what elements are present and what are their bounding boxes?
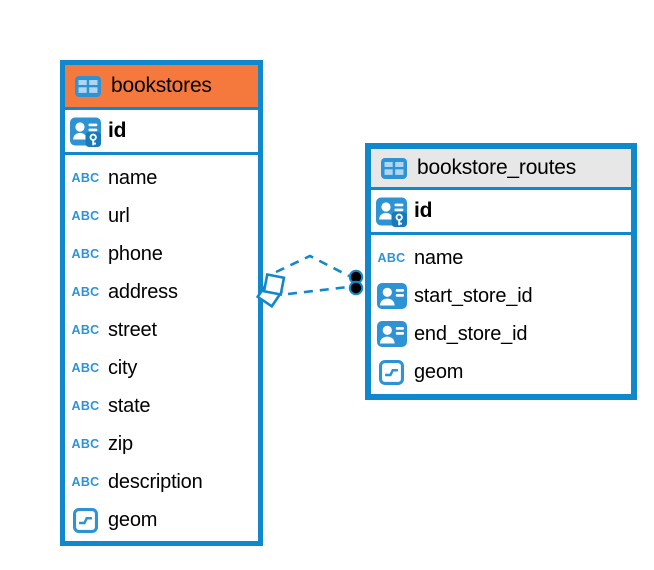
column-row[interactable]: geom bbox=[65, 501, 258, 539]
table-name: bookstore_routes bbox=[417, 156, 577, 179]
table-name: bookstores bbox=[111, 74, 212, 97]
geometry-type-icon bbox=[70, 508, 101, 533]
text-type-icon: ABC bbox=[71, 360, 100, 375]
relationship-line[interactable] bbox=[275, 254, 350, 278]
column-row[interactable]: ABC city bbox=[65, 349, 258, 387]
bookstores-id-row[interactable]: id bbox=[65, 110, 258, 155]
entity-bookstores[interactable]: bookstores id ABC name ABC url ABC phone… bbox=[60, 60, 263, 546]
column-name: city bbox=[108, 356, 138, 379]
column-name: start_store_id bbox=[414, 284, 533, 307]
column-name: id bbox=[414, 199, 433, 222]
text-type-icon: ABC bbox=[71, 246, 100, 261]
bookstore-routes-header[interactable]: bookstore_routes bbox=[371, 149, 631, 190]
column-name: name bbox=[414, 246, 464, 269]
column-row[interactable]: ABC address bbox=[65, 273, 258, 311]
column-name: phone bbox=[108, 242, 163, 265]
column-name: geom bbox=[108, 508, 158, 531]
column-name: street bbox=[108, 318, 157, 341]
reference-icon bbox=[376, 283, 407, 309]
column-name: zip bbox=[108, 432, 133, 455]
column-row[interactable]: ABC street bbox=[65, 311, 258, 349]
primary-key-icon bbox=[70, 116, 101, 147]
bookstores-columns: ABC name ABC url ABC phone ABC address A… bbox=[65, 155, 258, 539]
relationship-dot-marker[interactable] bbox=[348, 280, 364, 296]
column-row[interactable]: ABC zip bbox=[65, 425, 258, 463]
column-name: description bbox=[108, 470, 203, 493]
text-type-icon: ABC bbox=[377, 250, 406, 265]
relationship-line[interactable] bbox=[287, 285, 349, 296]
column-name: state bbox=[108, 394, 151, 417]
relationship-dot-marker[interactable] bbox=[348, 269, 364, 285]
column-name: id bbox=[108, 119, 127, 142]
text-type-icon: ABC bbox=[71, 474, 100, 489]
entity-bookstore-routes[interactable]: bookstore_routes id ABC name start_store… bbox=[365, 143, 637, 400]
column-row[interactable]: ABC name bbox=[371, 239, 631, 277]
column-name: url bbox=[108, 204, 130, 227]
text-type-icon: ABC bbox=[71, 170, 100, 185]
text-type-icon: ABC bbox=[71, 398, 100, 413]
table-icon bbox=[378, 158, 409, 179]
text-type-icon: ABC bbox=[71, 322, 100, 337]
bookstores-header[interactable]: bookstores bbox=[65, 65, 258, 110]
text-type-icon: ABC bbox=[71, 208, 100, 223]
reference-icon bbox=[376, 321, 407, 347]
column-name: geom bbox=[414, 360, 464, 383]
bookstore-routes-id-row[interactable]: id bbox=[371, 190, 631, 235]
column-row[interactable]: ABC description bbox=[65, 463, 258, 501]
text-type-icon: ABC bbox=[71, 284, 100, 299]
column-row[interactable]: ABC name bbox=[65, 159, 258, 197]
bookstore-routes-columns: ABC name start_store_id end_store_id geo… bbox=[371, 235, 631, 391]
column-name: address bbox=[108, 280, 178, 303]
column-row[interactable]: start_store_id bbox=[371, 277, 631, 315]
column-row[interactable]: geom bbox=[371, 353, 631, 391]
column-row[interactable]: ABC url bbox=[65, 197, 258, 235]
column-name: end_store_id bbox=[414, 322, 528, 345]
column-row[interactable]: ABC phone bbox=[65, 235, 258, 273]
text-type-icon: ABC bbox=[71, 436, 100, 451]
primary-key-icon bbox=[376, 196, 407, 227]
column-row[interactable]: ABC state bbox=[65, 387, 258, 425]
geometry-type-icon bbox=[376, 360, 407, 385]
table-icon bbox=[72, 76, 103, 97]
column-row[interactable]: end_store_id bbox=[371, 315, 631, 353]
column-name: name bbox=[108, 166, 158, 189]
